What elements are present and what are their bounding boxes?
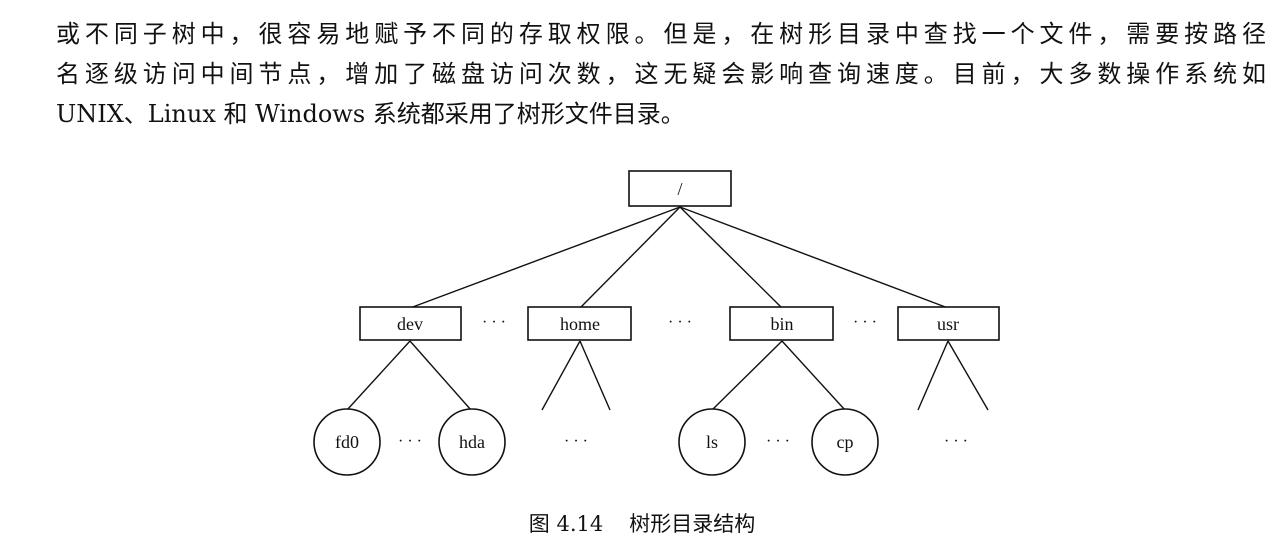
leaf-edges — [346, 340, 989, 411]
figure-number: 图 4.14 — [528, 512, 604, 536]
edge-dev-fd0 — [346, 340, 411, 411]
file-node-cp: cp — [811, 408, 879, 476]
dir-box-dev — [359, 306, 462, 341]
dir-label-home: home — [560, 314, 600, 334]
file-label-cp: cp — [837, 432, 854, 452]
dir-label-bin: bin — [770, 314, 793, 334]
edge-home-left — [541, 340, 581, 411]
ellipsis-dev-files: · · · — [398, 433, 422, 450]
root-edges — [409, 206, 949, 309]
file-label-fd0: fd0 — [335, 432, 359, 452]
dir-box-usr — [897, 306, 1000, 341]
root-box — [628, 170, 732, 207]
figure-caption: 图 4.14 树形目录结构 — [0, 508, 1284, 538]
edge-dev-hda — [409, 340, 472, 411]
file-circle-hda — [438, 408, 506, 476]
directory-tree-diagram: / dev home bin usr · · · · · · · · · — [313, 170, 1000, 476]
paragraph-line-3: UNIX、Linux 和 Windows 系统都采用了树形文件目录。 — [56, 100, 685, 128]
dir-node-dev: dev — [359, 306, 462, 341]
root-label: / — [677, 179, 682, 199]
dir-box-home — [527, 306, 632, 341]
dir-node-home: home — [527, 306, 632, 341]
ellipsis-home-files: · · · — [564, 433, 588, 450]
edge-root-bin — [679, 206, 783, 309]
edge-home-right — [579, 340, 611, 411]
file-node-hda: hda — [438, 408, 506, 476]
file-circle-ls — [678, 408, 746, 476]
dir-node-usr: usr — [897, 306, 1000, 341]
file-node-fd0: fd0 — [313, 408, 381, 476]
figure-title: 树形目录结构 — [629, 512, 756, 536]
paragraph-line-1: 或不同子树中，很容易地赋予不同的存取权限。但是，在树形目录中查找一个文件，需要按… — [56, 20, 1266, 48]
dir-label-usr: usr — [937, 314, 959, 334]
edge-root-usr — [679, 206, 949, 309]
dir-label-dev: dev — [397, 314, 423, 334]
file-circle-cp — [811, 408, 879, 476]
edge-usr-right — [947, 340, 989, 411]
ellipsis-dirs-2: · · · — [668, 314, 692, 331]
edge-bin-ls — [711, 340, 783, 411]
body-paragraph: 或不同子树中，很容易地赋予不同的存取权限。但是，在树形目录中查找一个文件，需要按… — [56, 14, 1266, 134]
paragraph-line-2: 名逐级访问中间节点，增加了磁盘访问次数，这无疑会影响查询速度。目前，大多数操作系… — [56, 60, 1266, 88]
edge-usr-left — [917, 340, 949, 411]
ellipsis-bin-files: · · · — [766, 433, 790, 450]
root-node: / — [628, 170, 732, 207]
file-node-ls: ls — [678, 408, 746, 476]
ellipsis-dirs-1: · · · — [482, 314, 506, 331]
dir-node-bin: bin — [729, 306, 834, 341]
edge-bin-cp — [781, 340, 846, 411]
file-label-ls: ls — [706, 432, 718, 452]
edge-root-home — [579, 206, 681, 309]
dir-box-bin — [729, 306, 834, 341]
ellipsis-dirs-3: · · · — [853, 314, 877, 331]
edge-root-dev — [409, 206, 681, 309]
file-label-hda: hda — [459, 432, 485, 452]
ellipsis-usr-files: · · · — [944, 433, 968, 450]
file-circle-fd0 — [313, 408, 381, 476]
